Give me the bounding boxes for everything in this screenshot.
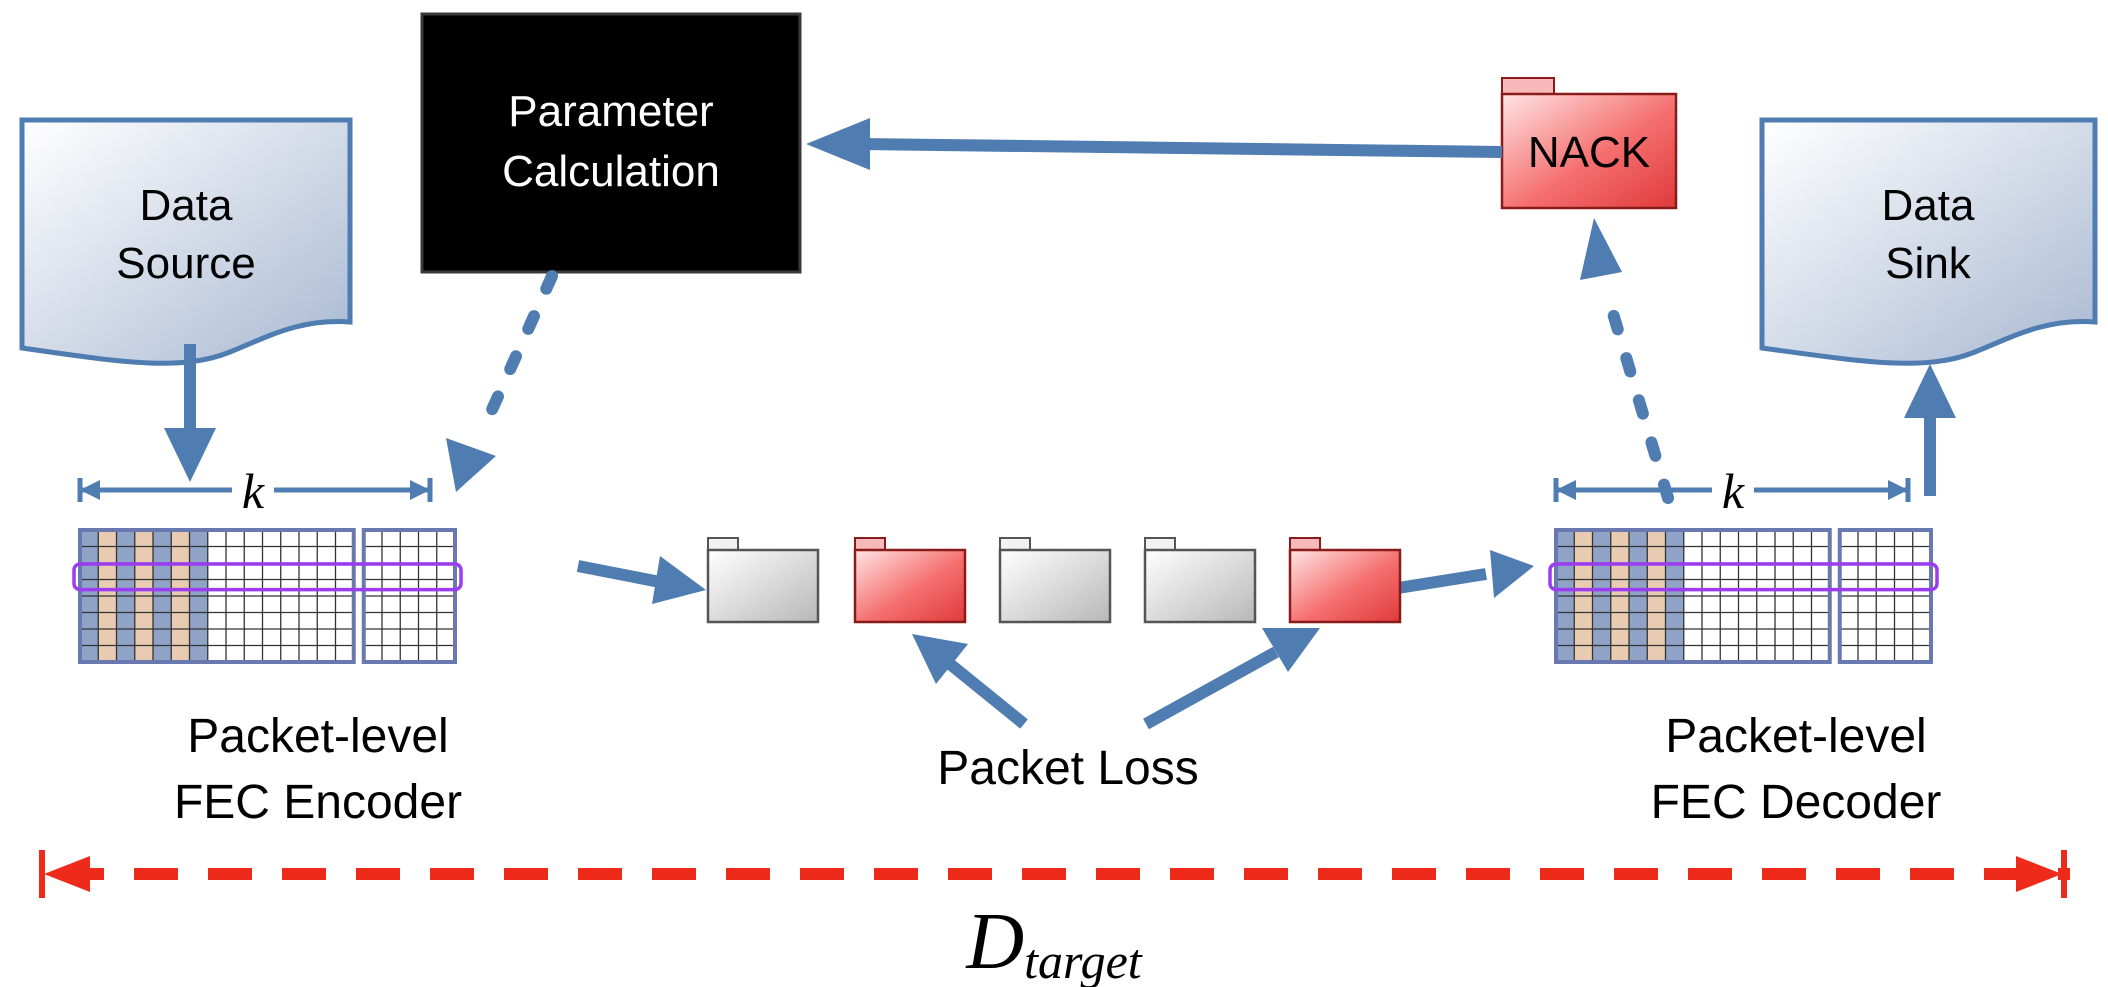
data-block-frame <box>78 528 356 664</box>
highlighted-row <box>72 562 463 592</box>
parameter-calculation-box <box>420 12 802 274</box>
data-sink-document-shape <box>1759 117 2098 366</box>
data-sink-label-line2: Sink <box>1885 239 1972 288</box>
nack-packet-body <box>1500 92 1678 210</box>
packet-body <box>706 548 820 624</box>
encoder-k-label-box <box>232 460 274 520</box>
encoder-label-line2: FEC Encoder <box>174 776 462 829</box>
nack-packet: NACK <box>1500 77 1678 210</box>
arrow-encoder-to-channel <box>576 556 706 604</box>
packet-lost <box>853 537 967 624</box>
encoder-k-label: k <box>242 463 265 519</box>
target-delay-span <box>39 850 2070 898</box>
arrow-source-to-encoder <box>164 344 216 482</box>
data-sink: Data Sink <box>1759 117 2098 366</box>
decoder-k-label-box <box>1712 460 1754 520</box>
dotted-arrow-parameter-to-encoder <box>446 270 558 492</box>
packet-lost <box>1288 537 1402 624</box>
data-source: Data Source <box>19 117 353 366</box>
decoder-k-dimension: k <box>1553 460 1911 520</box>
decoder-matrix <box>1548 528 1939 664</box>
target-delay-label: Dtarget <box>965 898 1142 987</box>
packet-loss-label: Packet Loss <box>937 742 1198 795</box>
encoder-matrix <box>72 528 463 664</box>
dotted-arrows <box>446 218 1674 504</box>
packet-body <box>1143 548 1257 624</box>
packet-ok <box>1143 537 1257 624</box>
packet-ok <box>706 537 820 624</box>
decoder-k-label: k <box>1722 463 1745 519</box>
arrow-nack-to-parameter <box>806 118 1503 170</box>
decoder-label-line2: FEC Decoder <box>1651 776 1942 829</box>
arrow-loss-to-packet2 <box>912 634 1028 729</box>
nack-label: NACK <box>1528 128 1650 177</box>
highlighted-row <box>1548 562 1939 592</box>
decoder-label-line1: Packet-level <box>1665 710 1926 763</box>
parity-block-frame <box>1837 528 1933 664</box>
arrow-decoder-to-sink <box>1904 364 1956 496</box>
packet-body <box>853 548 967 624</box>
solid-arrows <box>164 118 1956 730</box>
data-source-label-line2: Source <box>116 239 255 288</box>
encoder-label-line1: Packet-level <box>187 710 448 763</box>
data-source-document-shape <box>19 117 353 366</box>
data-source-label-line1: Data <box>140 181 233 230</box>
parameter-calculation-label-line2: Calculation <box>502 147 720 196</box>
data-block-frame <box>1554 528 1832 664</box>
packet-ok <box>998 537 1112 624</box>
encoder-k-dimension: k <box>77 460 433 520</box>
dotted-arrow-decoder-to-nack <box>1580 218 1674 504</box>
arrow-loss-to-packet5 <box>1143 628 1320 730</box>
data-sink-label-line1: Data <box>1882 181 1975 230</box>
packet-body <box>1288 548 1402 624</box>
channel-packets <box>706 537 1402 624</box>
packet-body <box>998 548 1112 624</box>
parameter-calculation: Parameter Calculation <box>420 12 802 274</box>
parameter-calculation-label-line1: Parameter <box>508 87 713 136</box>
arrow-channel-to-decoder <box>1397 550 1534 598</box>
parity-block-frame <box>361 528 457 664</box>
